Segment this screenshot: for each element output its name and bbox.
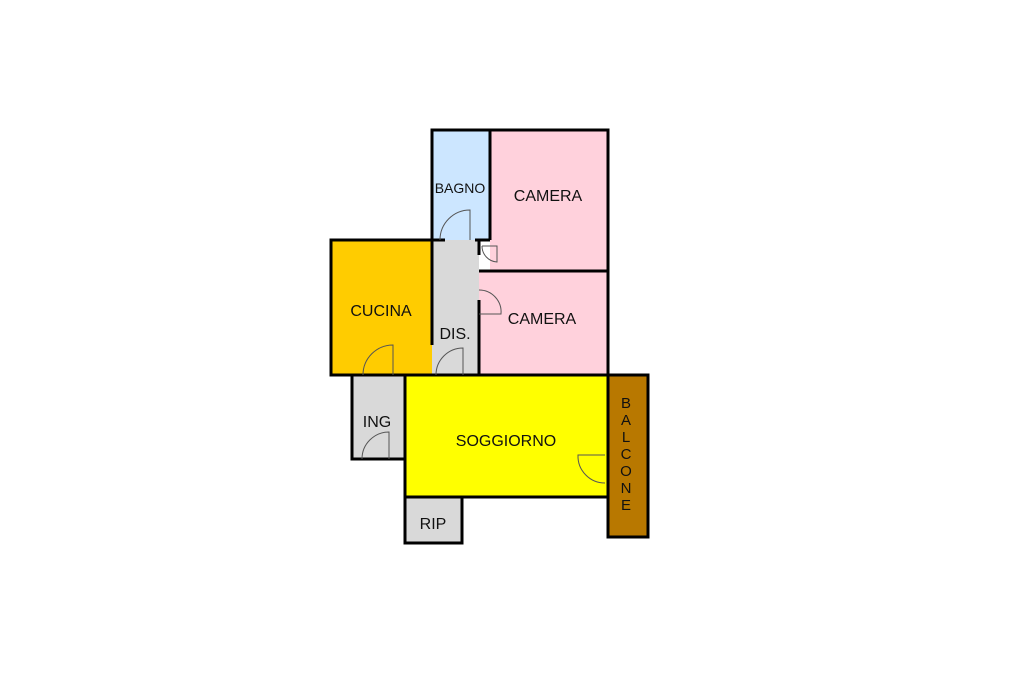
- label-cucina: CUCINA: [350, 303, 412, 320]
- outer-walls: [329, 128, 650, 545]
- rip-room: [405, 497, 462, 543]
- balcone-room: [608, 375, 648, 537]
- label-balcone-letter: B: [621, 395, 631, 412]
- label-balcone-letter: O: [620, 463, 632, 480]
- camera-mid-room: [479, 271, 608, 375]
- cucina-room: [331, 240, 432, 375]
- label-balcone-letter: E: [621, 497, 631, 514]
- bagno-room: [432, 130, 490, 240]
- door-cucina: [362, 344, 394, 376]
- door-dis: [435, 347, 464, 376]
- door-camera-top: [481, 245, 498, 263]
- label-balcone-letter: L: [622, 429, 630, 446]
- door-bagno: [439, 209, 471, 241]
- label-camera-mid: CAMERA: [508, 311, 577, 328]
- label-balcone-letter: A: [621, 412, 631, 429]
- label-soggiorno: SOGGIORNO: [456, 433, 556, 450]
- label-rip: RIP: [420, 516, 447, 533]
- soggiorno-room: [405, 375, 608, 497]
- ing-room: [352, 375, 405, 459]
- dis-room: [432, 240, 479, 375]
- label-balcone-letter: N: [621, 480, 632, 497]
- label-bagno: BAGNO: [435, 180, 486, 196]
- camera-top-room: [490, 130, 608, 271]
- label-balcone-letter: C: [621, 446, 632, 463]
- door-balcone: [577, 454, 606, 484]
- door-camera-mid: [478, 289, 502, 315]
- label-dis: DIS.: [439, 326, 470, 343]
- label-ing: ING: [363, 414, 391, 431]
- label-camera-top: CAMERA: [514, 188, 583, 205]
- door-ing: [361, 431, 390, 460]
